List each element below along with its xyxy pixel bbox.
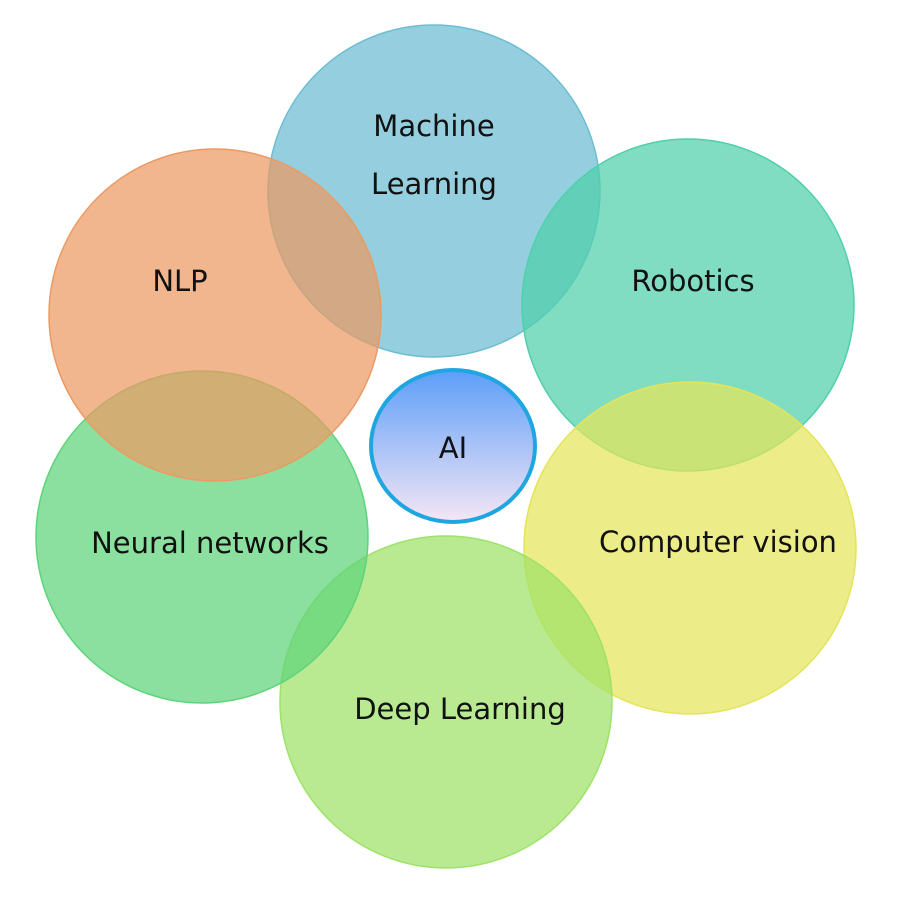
nlp-circle — [48, 148, 382, 482]
node-robotics: Robotics — [521, 138, 855, 472]
ai-label: AI — [439, 431, 467, 465]
ai-circle — [369, 368, 537, 524]
nlp-label: NLP — [152, 264, 207, 298]
computer-vision-circle — [523, 381, 857, 715]
node-nlp: NLP — [48, 148, 382, 482]
center-node-ai: AI — [369, 368, 537, 524]
deep-learning-circle — [279, 535, 613, 869]
node-deep-learning: Deep Learning — [279, 535, 613, 869]
computer-vision-label: Computer vision — [599, 525, 837, 559]
machine-learning-label: Machine — [373, 109, 494, 143]
neural-networks-label: Neural networks — [91, 526, 329, 560]
node-computer-vision: Computer vision — [523, 381, 857, 715]
machine-learning-label: Learning — [371, 167, 497, 201]
robotics-label: Robotics — [631, 264, 754, 298]
deep-learning-label: Deep Learning — [354, 692, 566, 726]
